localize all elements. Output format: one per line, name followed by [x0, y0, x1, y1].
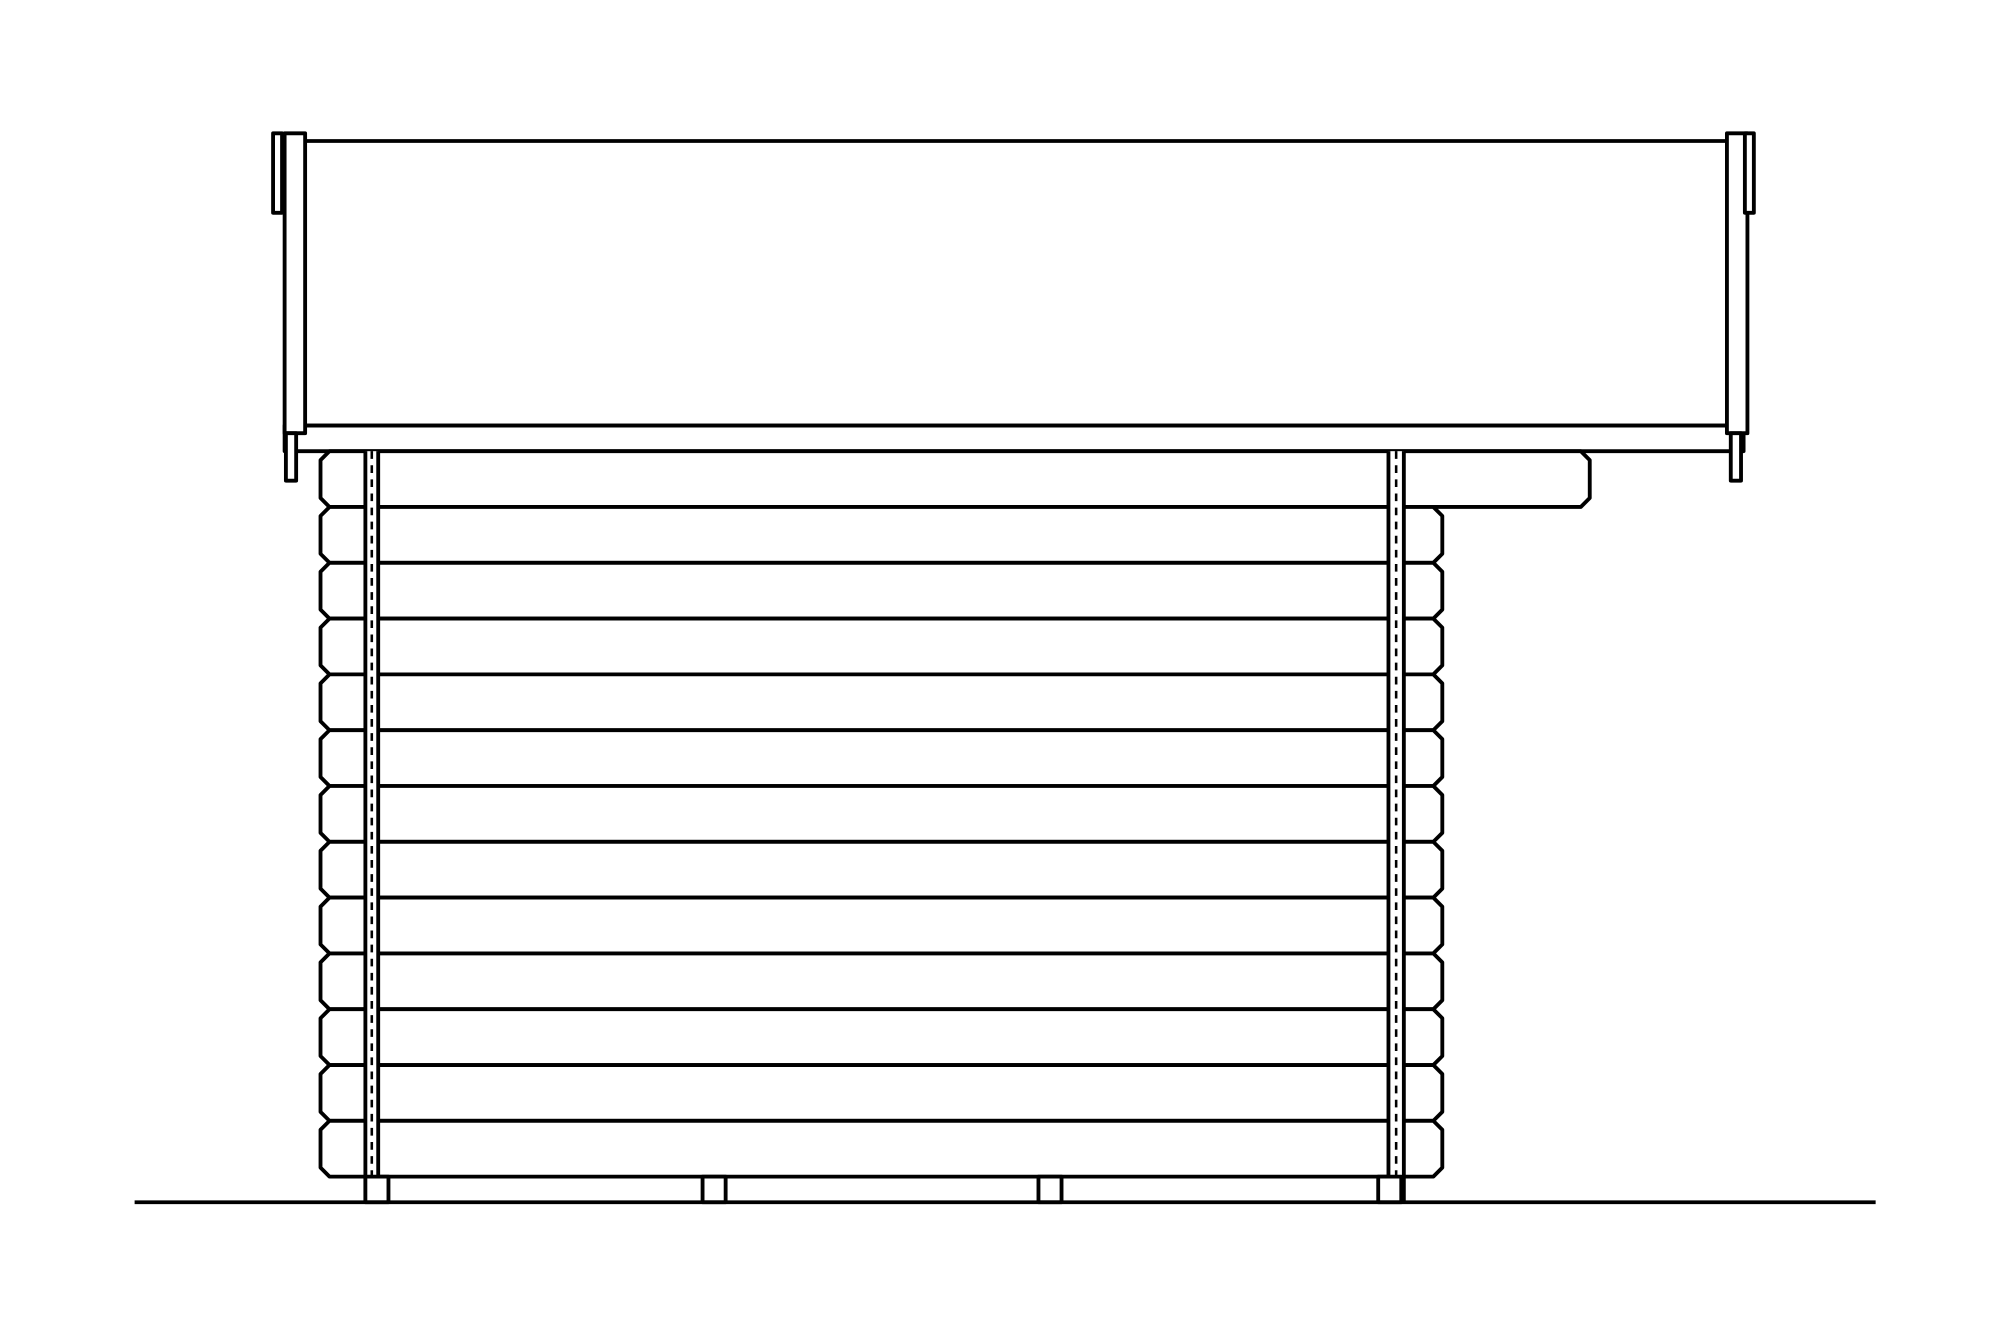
wall-log [318, 672, 1445, 733]
wall-log [318, 895, 1445, 956]
roof-end-foot-left [283, 431, 299, 483]
post-fill [1388, 451, 1404, 1203]
wall-log [318, 616, 1445, 677]
wall-log [318, 839, 1445, 900]
foundation-beam [700, 1174, 728, 1205]
roof-end-foot-right [1728, 431, 1743, 483]
wall-log [318, 1007, 1445, 1067]
roof-end-trim-right [1742, 131, 1756, 215]
wall-logs [318, 449, 1592, 1179]
corner-post-right [1386, 451, 1406, 1203]
wall-log [318, 1118, 1445, 1179]
roof-end-post-left [282, 131, 308, 436]
foundation-beam [1376, 1174, 1404, 1205]
wall-log [318, 784, 1445, 844]
wall-log [318, 505, 1445, 565]
wall-log [318, 728, 1445, 788]
post-fill [365, 451, 379, 1203]
roof [271, 131, 1756, 483]
roof-end-trim-left [271, 131, 284, 215]
wall-log [318, 449, 1592, 509]
corner-posts [363, 451, 1406, 1203]
foundation-beam [1036, 1174, 1064, 1205]
wall-log [318, 560, 1445, 621]
corner-post-left [363, 451, 381, 1203]
foundation-beam [363, 1174, 391, 1205]
wall-log [318, 1063, 1445, 1123]
roof-panel [301, 139, 1731, 428]
wall-log [318, 951, 1445, 1012]
roof-fascia [282, 423, 1746, 454]
foundation-beams [363, 1174, 1404, 1205]
